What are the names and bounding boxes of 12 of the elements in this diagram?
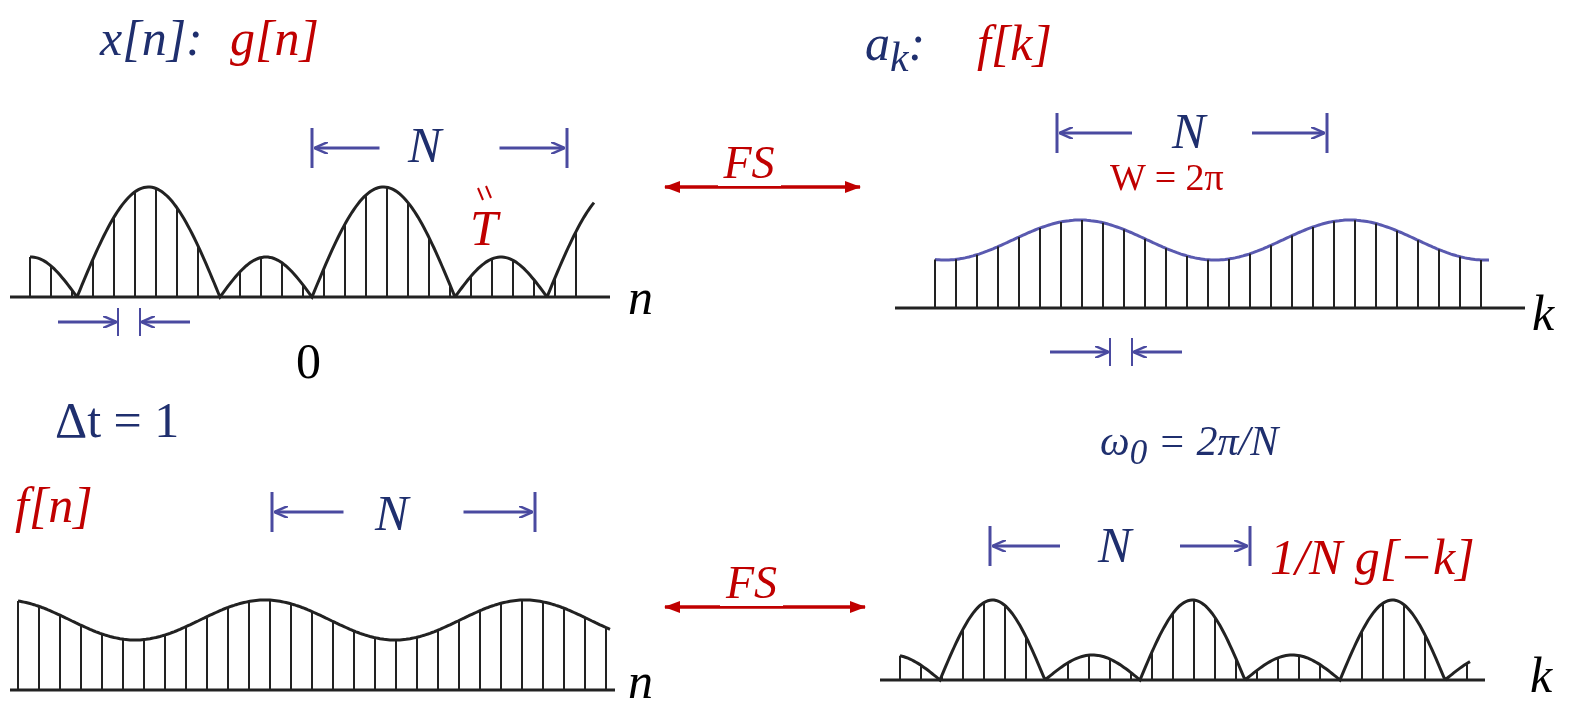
axis-label: n bbox=[628, 656, 653, 702]
formula-label: W = 2π bbox=[1110, 158, 1224, 196]
tick-label: 0 bbox=[296, 336, 321, 386]
plot-title: x[n]: bbox=[100, 13, 203, 63]
formula-label: ω$_{0}$ = 2π/N bbox=[1100, 420, 1279, 471]
double-arrow bbox=[664, 601, 866, 613]
double-arrow bbox=[664, 181, 861, 193]
plot-title: a$_{k}$: bbox=[865, 18, 926, 79]
axis-label: n bbox=[628, 272, 653, 322]
axis-label: k bbox=[1532, 288, 1555, 338]
axis-label: k bbox=[1530, 650, 1553, 700]
formula-label: Δt = 1 bbox=[55, 395, 180, 445]
